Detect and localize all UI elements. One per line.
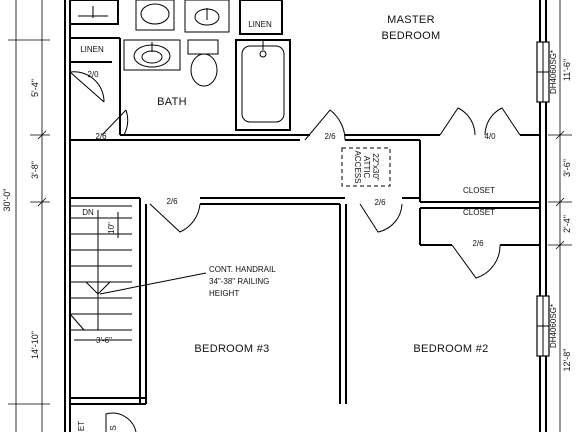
attic-access-labels: 22"x30" ATTIC ACCESS <box>353 151 380 184</box>
dim-right-bottom: 12'-8" <box>562 349 572 372</box>
top-fixtures <box>69 0 283 35</box>
stair-width-label: 3'-6" <box>96 336 112 345</box>
closet-label-1: CLOSET <box>463 186 495 195</box>
bottom-left-door <box>70 403 146 432</box>
right-dimension-lines <box>548 0 572 432</box>
door-label-bedroom3: 2/6 <box>166 197 178 206</box>
door-label-bath: 2/6 <box>95 132 107 141</box>
labels: MASTER BEDROOM BATH BEDROOM #3 BEDROOM #… <box>2 14 572 431</box>
handrail-note-2: 34"-38" RAILING <box>209 277 269 286</box>
dim-right-mid1: 3'-6" <box>562 159 572 177</box>
handrail-note-1: CONT. HANDRAIL <box>209 265 276 274</box>
master-bedroom-label-1: MASTER <box>387 14 435 26</box>
door-label-closet2: 2/6 <box>472 239 484 248</box>
dim-left-total: 30'-0" <box>2 189 12 212</box>
window-lower <box>536 295 550 357</box>
dim-left-top: 5'-4" <box>30 79 40 97</box>
bedroom-walls <box>70 197 420 404</box>
dim-right-top: 11'-6" <box>562 59 572 81</box>
handrail-leader <box>99 272 207 295</box>
dim-left-bottom: 14'-10" <box>30 331 40 359</box>
hall-walls <box>70 107 540 279</box>
attic-word: ATTIC <box>362 156 371 179</box>
linen-label-bath: LINEN <box>80 45 104 54</box>
edge-fragment-1: ET <box>77 421 86 431</box>
window-label-upper: DH4060SG* <box>549 50 558 94</box>
door-label-master-closet: 4/0 <box>484 132 496 141</box>
left-dimension-lines <box>8 0 50 432</box>
closet-label-2: CLOSET <box>463 208 495 217</box>
stair <box>69 205 132 341</box>
linen-closet-bath <box>69 61 129 136</box>
bedroom-3-label: BEDROOM #3 <box>194 343 269 355</box>
door-label-master: 2/6 <box>324 132 336 141</box>
linen-label-top: LINEN <box>248 20 272 29</box>
dim-left-mid: 3'-8" <box>30 161 40 179</box>
stair-riser-label: 10" <box>107 222 116 234</box>
bedroom-2-label: BEDROOM #2 <box>413 343 488 355</box>
window-upper <box>536 41 550 103</box>
door-label-linen: 2/0 <box>87 70 99 79</box>
stair-dn-label: DN <box>82 208 94 217</box>
door-label-bedroom2: 2/6 <box>374 198 386 207</box>
attic-access <box>341 147 391 187</box>
attic-size: 22"x30" <box>371 153 380 181</box>
bath-area <box>70 37 310 136</box>
window-label-lower: DH4060SG* <box>549 304 558 348</box>
bath-label: BATH <box>157 96 187 108</box>
edge-fragment-2: S <box>109 425 118 430</box>
handrail-note-3: HEIGHT <box>209 289 239 298</box>
access-word: ACCESS <box>353 151 362 184</box>
dim-right-mid2: 2'-4" <box>562 215 572 233</box>
master-bedroom-label-2: BEDROOM <box>382 30 441 42</box>
